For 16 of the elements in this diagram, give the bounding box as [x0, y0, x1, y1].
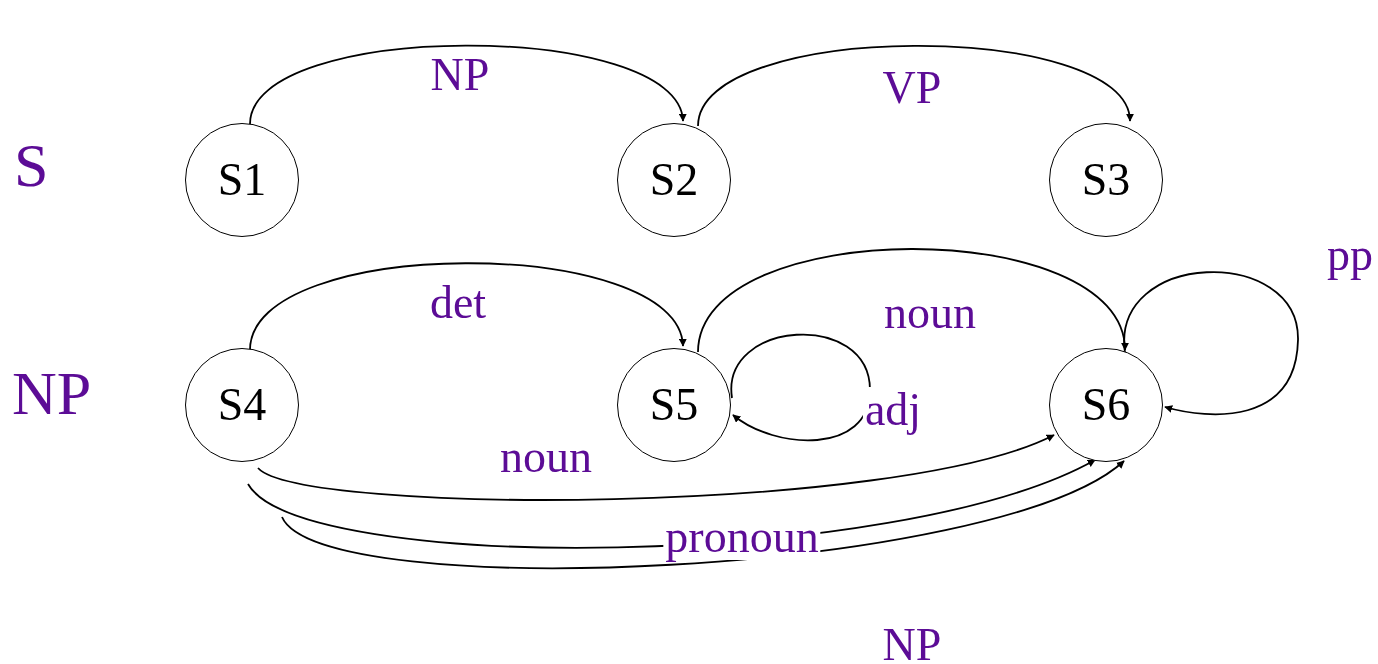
- state-label: S6: [1081, 382, 1131, 428]
- arrow: [1124, 271, 1299, 416]
- state-label: S5: [649, 382, 699, 428]
- state-label: S4: [217, 382, 267, 428]
- arrow: [697, 45, 1132, 127]
- row-label: S: [14, 134, 49, 196]
- state-label: S1: [217, 157, 267, 203]
- state-label: S3: [1081, 157, 1131, 203]
- arrow: [731, 333, 871, 442]
- arrow: [249, 262, 685, 351]
- row-label: NP: [12, 362, 92, 424]
- arrow: [249, 44, 685, 125]
- arrow: [257, 433, 1055, 501]
- arrow: [697, 248, 1127, 353]
- arrow: [281, 460, 1125, 569]
- state-label: S2: [649, 157, 699, 203]
